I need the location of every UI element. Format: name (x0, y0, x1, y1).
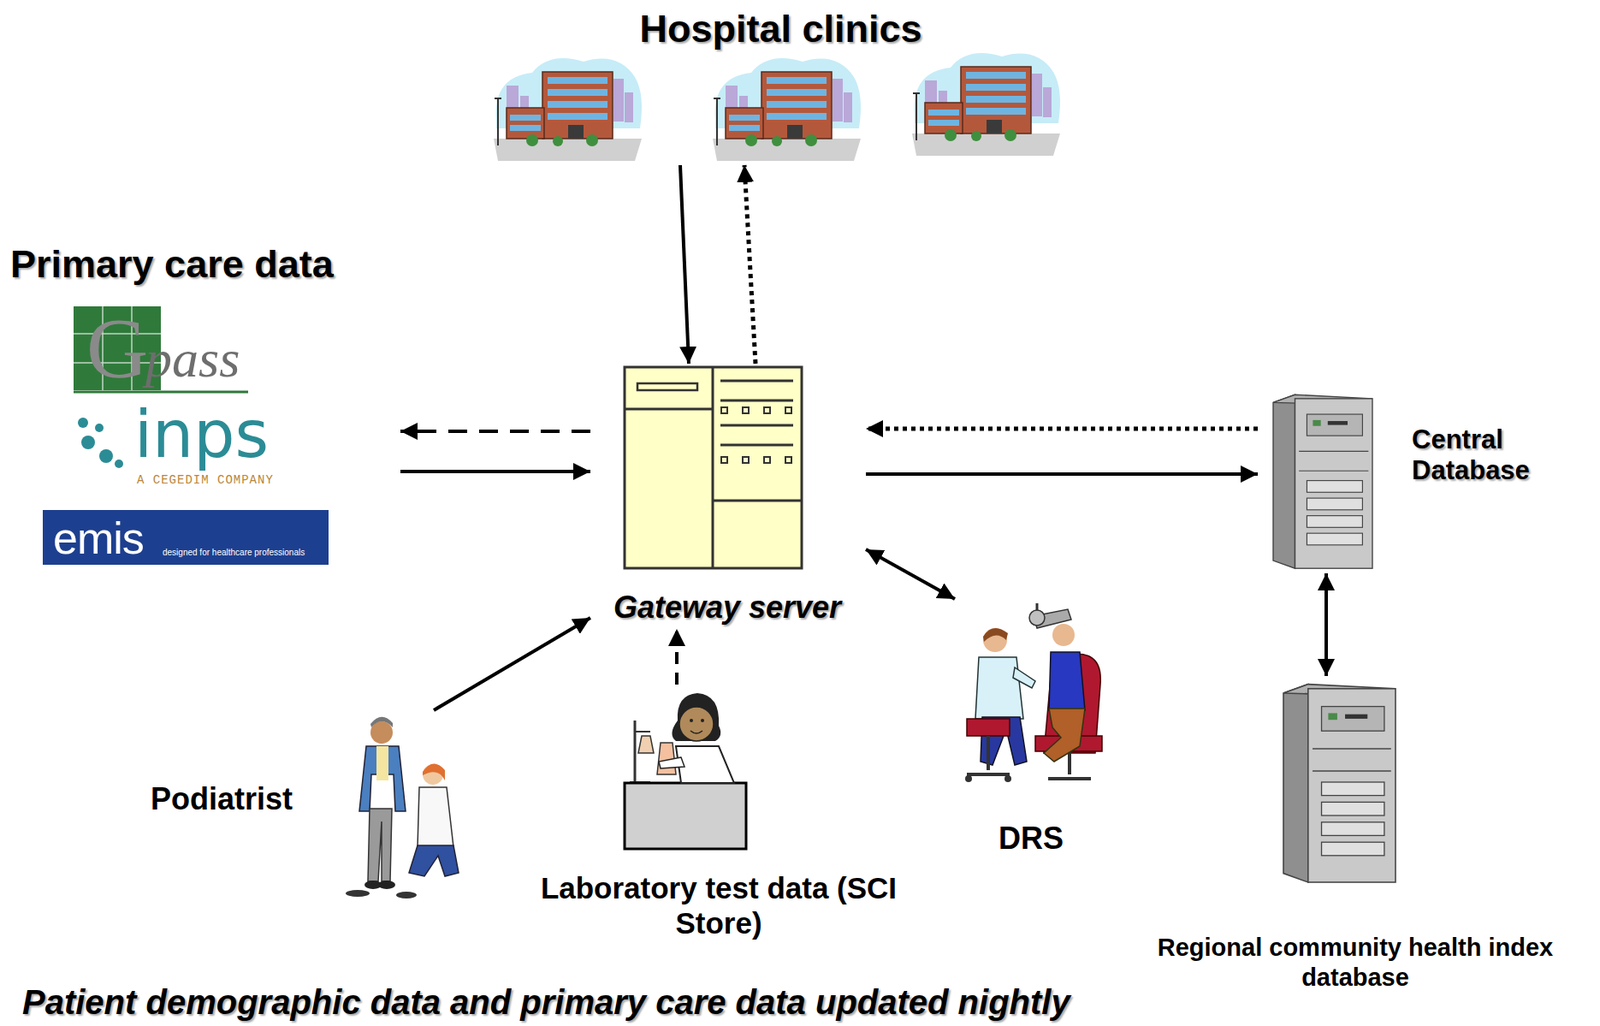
dashed-arrow (675, 628, 679, 685)
source-label: DRS (949, 819, 1113, 857)
solid-arrow (865, 472, 1258, 476)
emis-logo: emisdesigned for healthcare professional… (42, 509, 329, 565)
dashed-arrow (400, 429, 591, 433)
logo-word: emis (53, 515, 160, 561)
central-database: Central Database (1257, 389, 1562, 574)
logo-tagline: designed for healthcare professionals (162, 548, 324, 558)
group-heading: Primary care data (10, 242, 396, 287)
solid-arrow (400, 469, 591, 474)
gpass-logo: Gpass (71, 304, 249, 394)
logo-tagline: A CEGEDIM COMPANY (136, 474, 285, 486)
server-label: Regional community health index database (1114, 932, 1597, 993)
group-heading: Hospital clinics (479, 6, 1083, 52)
drs-screening: DRS (949, 598, 1115, 860)
logo-word: pass (145, 331, 247, 386)
chi-database: Regional community health index database (1114, 675, 1599, 998)
source-label: Laboratory test data (SCI Store) (521, 870, 916, 942)
solid-arrow (680, 165, 689, 364)
server-label: Central Database (1411, 424, 1559, 486)
hospital-clinics-group: Hospital clinics (479, 4, 1085, 166)
logo-word: inps (134, 402, 306, 468)
caption: Patient demographic data and primary car… (22, 982, 1071, 1022)
dotted-arrow (744, 165, 756, 364)
lab-data-source: Laboratory test data (SCI Store) (521, 684, 918, 943)
dotted-arrow (865, 426, 1258, 432)
server-label: Gateway server (590, 588, 865, 626)
podiatrist: Podiatrist (145, 710, 467, 903)
double-arrow (1324, 573, 1328, 676)
gateway-server: Gateway server (590, 363, 866, 629)
source-label: Podiatrist (150, 780, 326, 818)
solid-arrow (433, 617, 591, 711)
double-arrow (865, 549, 955, 599)
